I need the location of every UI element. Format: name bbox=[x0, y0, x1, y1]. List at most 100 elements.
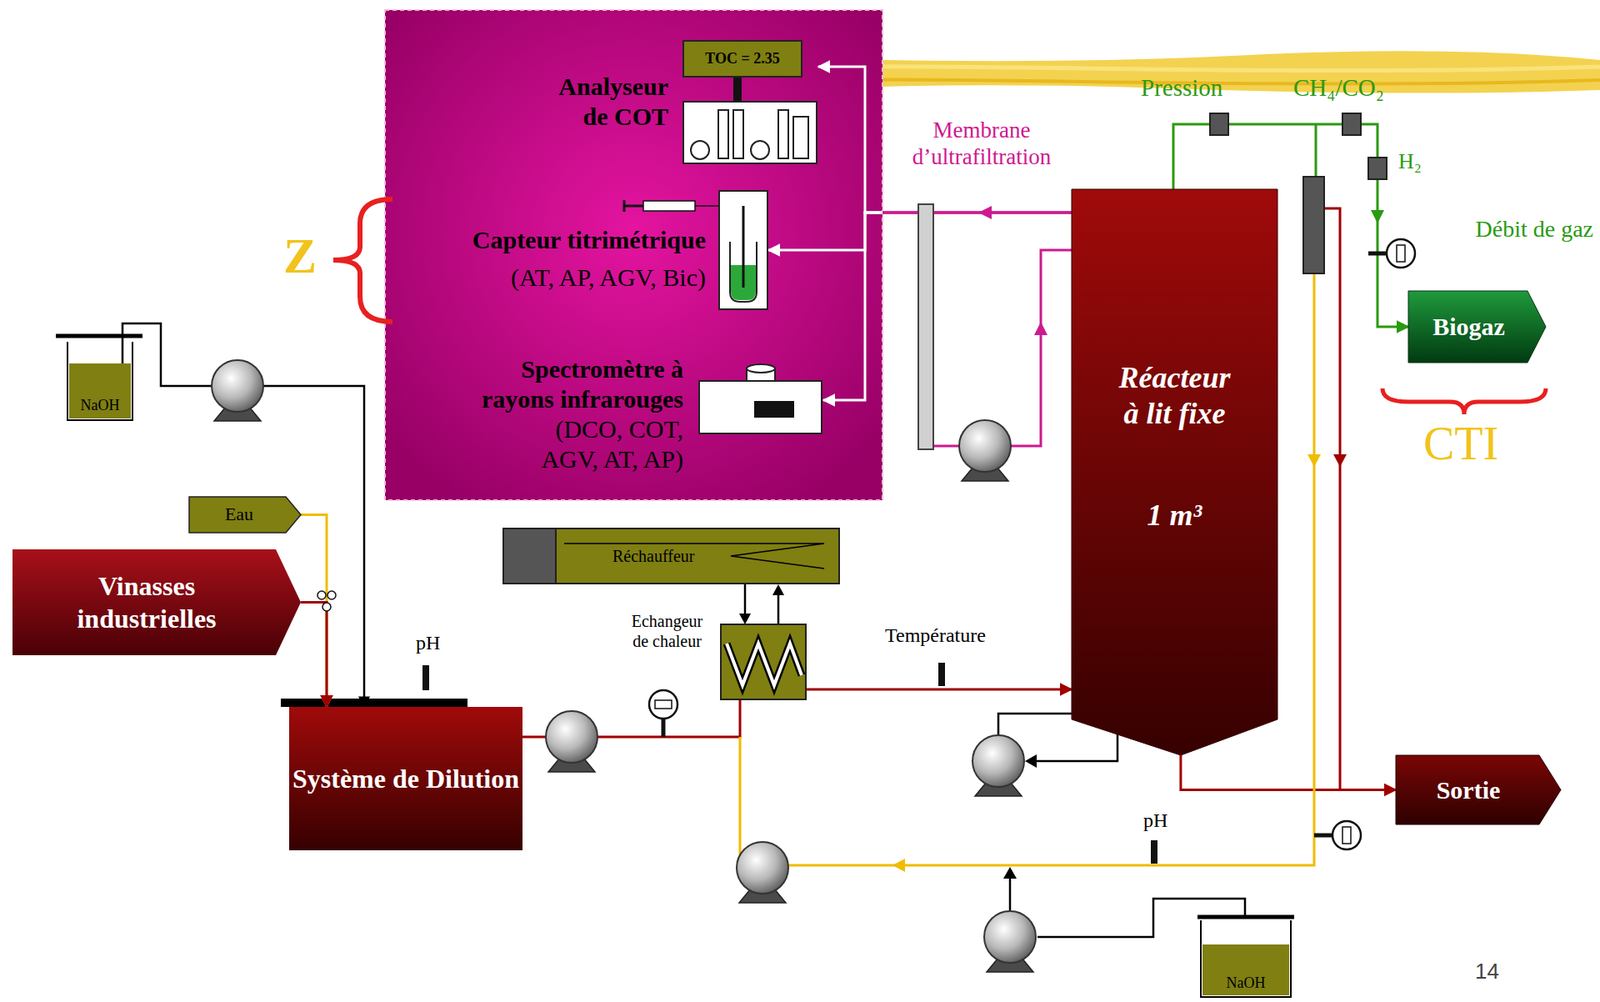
temperature-probe bbox=[938, 662, 945, 686]
input-arrow: Eau bbox=[189, 496, 301, 533]
titration-cell bbox=[719, 190, 768, 310]
ultrafiltration-membrane bbox=[918, 204, 934, 450]
node-text: Biogaz bbox=[1432, 311, 1505, 342]
node-text: Analyseur de COT bbox=[535, 71, 669, 132]
node-outline bbox=[1202, 944, 1290, 995]
node-text: Réchauffeur bbox=[612, 545, 695, 566]
gas-flow-meter bbox=[1368, 239, 1415, 268]
spectrometer-window bbox=[754, 400, 795, 418]
sensor-label: pH bbox=[415, 630, 440, 655]
tank-wall bbox=[67, 341, 133, 420]
node-text: Spectromètre à rayons infrarouges bbox=[450, 354, 684, 415]
pump bbox=[959, 420, 1011, 481]
pump bbox=[211, 360, 264, 421]
reagent-tank: NaOH bbox=[1202, 944, 1290, 995]
pipe-connector bbox=[1180, 755, 1396, 790]
input-arrow: Vinasses industrielles bbox=[12, 549, 301, 655]
node-text: Réacteur à lit fixe bbox=[1112, 360, 1237, 432]
flow-meter bbox=[1314, 820, 1361, 850]
analyser-stem bbox=[733, 76, 742, 102]
node-shape bbox=[555, 528, 840, 584]
cti-bracket bbox=[1382, 388, 1546, 415]
node-outline bbox=[189, 496, 301, 533]
instrument-box: Analyseur de COT TOC = 2.35 bbox=[516, 40, 819, 166]
node-text: Capteur titrimétrique bbox=[429, 225, 706, 255]
group-label: CTI bbox=[1423, 418, 1499, 470]
hydrogen-sensor bbox=[1368, 157, 1387, 180]
node-text: TOC = 2.35 bbox=[705, 50, 780, 69]
heater-arrow bbox=[777, 593, 780, 625]
node-outline bbox=[683, 40, 802, 77]
dosing-line bbox=[1009, 873, 1012, 910]
reagent-tank: NaOH bbox=[69, 363, 131, 419]
node-outline bbox=[1071, 189, 1278, 755]
node-text: Vinasses industrielles bbox=[46, 570, 247, 635]
heat-exchanger bbox=[720, 624, 806, 700]
sensor-label: Pression bbox=[1140, 73, 1223, 103]
arrow-head bbox=[1003, 866, 1017, 879]
pipe-connector bbox=[823, 212, 1072, 400]
arrow-head bbox=[1333, 454, 1347, 467]
node-outline bbox=[1395, 755, 1561, 825]
group-label: Z bbox=[283, 228, 317, 284]
node-outline bbox=[289, 706, 523, 850]
page-number: 14 bbox=[1475, 958, 1500, 985]
tank-lid bbox=[55, 334, 143, 339]
heater-arrow bbox=[744, 583, 747, 615]
output-arrow: Sortie bbox=[1395, 755, 1561, 825]
gas-line bbox=[1315, 124, 1318, 177]
ph-probe bbox=[422, 665, 430, 690]
node-shape bbox=[1071, 189, 1278, 755]
node-outline bbox=[12, 549, 301, 655]
arrow-head bbox=[892, 858, 905, 872]
heater-box: Réchauffeur bbox=[555, 528, 840, 584]
arrow-head bbox=[1370, 210, 1385, 224]
component-label: Echangeur de chaleur bbox=[623, 610, 711, 651]
node-text: 1 m³ bbox=[1071, 497, 1278, 534]
pipe-connector bbox=[300, 515, 327, 708]
node-outline bbox=[1408, 290, 1546, 363]
arrow-head bbox=[772, 584, 785, 595]
sensor-label: CH₄/CO₂ bbox=[1293, 73, 1385, 103]
ultrafiltration-loop bbox=[925, 250, 1072, 450]
sensor-column bbox=[1303, 176, 1325, 274]
sensor-label: Température bbox=[885, 623, 986, 648]
pump bbox=[984, 910, 1036, 972]
node-text: Eau bbox=[225, 503, 254, 525]
gas-composition-sensor bbox=[1342, 113, 1361, 135]
flow-meter bbox=[649, 690, 678, 737]
pump bbox=[972, 735, 1025, 796]
instrument-box: Spectromètre à rayons infrarouges(DCO, C… bbox=[433, 354, 824, 480]
ph-probe bbox=[1150, 840, 1158, 864]
pressure-sensor bbox=[1210, 113, 1229, 135]
spectrometer bbox=[699, 380, 822, 434]
heater-coil bbox=[564, 543, 825, 569]
instrument-panel bbox=[385, 10, 883, 500]
pipe-connector bbox=[300, 602, 327, 708]
sample-holder-top bbox=[746, 364, 775, 373]
node-text: Système de Dilution bbox=[292, 762, 520, 795]
recirculation-line bbox=[1033, 732, 1118, 761]
arrow-head bbox=[1025, 754, 1037, 768]
node-text: (AT, AP, AGV, Bic) bbox=[429, 262, 706, 293]
arrow-head bbox=[1034, 321, 1048, 335]
sensor-label: pH bbox=[1143, 808, 1168, 833]
fixed-bed-reactor: Réacteur à lit fixe 1 m³ bbox=[1071, 189, 1278, 755]
mixing-valve bbox=[317, 590, 336, 611]
dilution-tank: Système de Dilution bbox=[289, 706, 523, 850]
node-outline bbox=[555, 528, 840, 584]
dosing-line bbox=[1037, 898, 1245, 937]
sensor-label: Débit de gaz bbox=[1475, 215, 1595, 244]
instrument-display: TOC = 2.35 bbox=[683, 40, 802, 77]
node-outline bbox=[69, 363, 131, 419]
pump bbox=[736, 841, 789, 903]
node-text: NaOH bbox=[1226, 974, 1266, 993]
toc-analyser bbox=[683, 101, 817, 164]
sensor-label: H₂ bbox=[1398, 148, 1422, 175]
outlet-line bbox=[1324, 208, 1340, 789]
pump bbox=[545, 710, 598, 772]
node-text: (DCO, COT, AGV, AT, AP) bbox=[516, 414, 684, 475]
node-text: NaOH bbox=[80, 396, 120, 415]
electrode bbox=[742, 205, 745, 288]
output-arrow: Biogaz bbox=[1408, 290, 1546, 363]
